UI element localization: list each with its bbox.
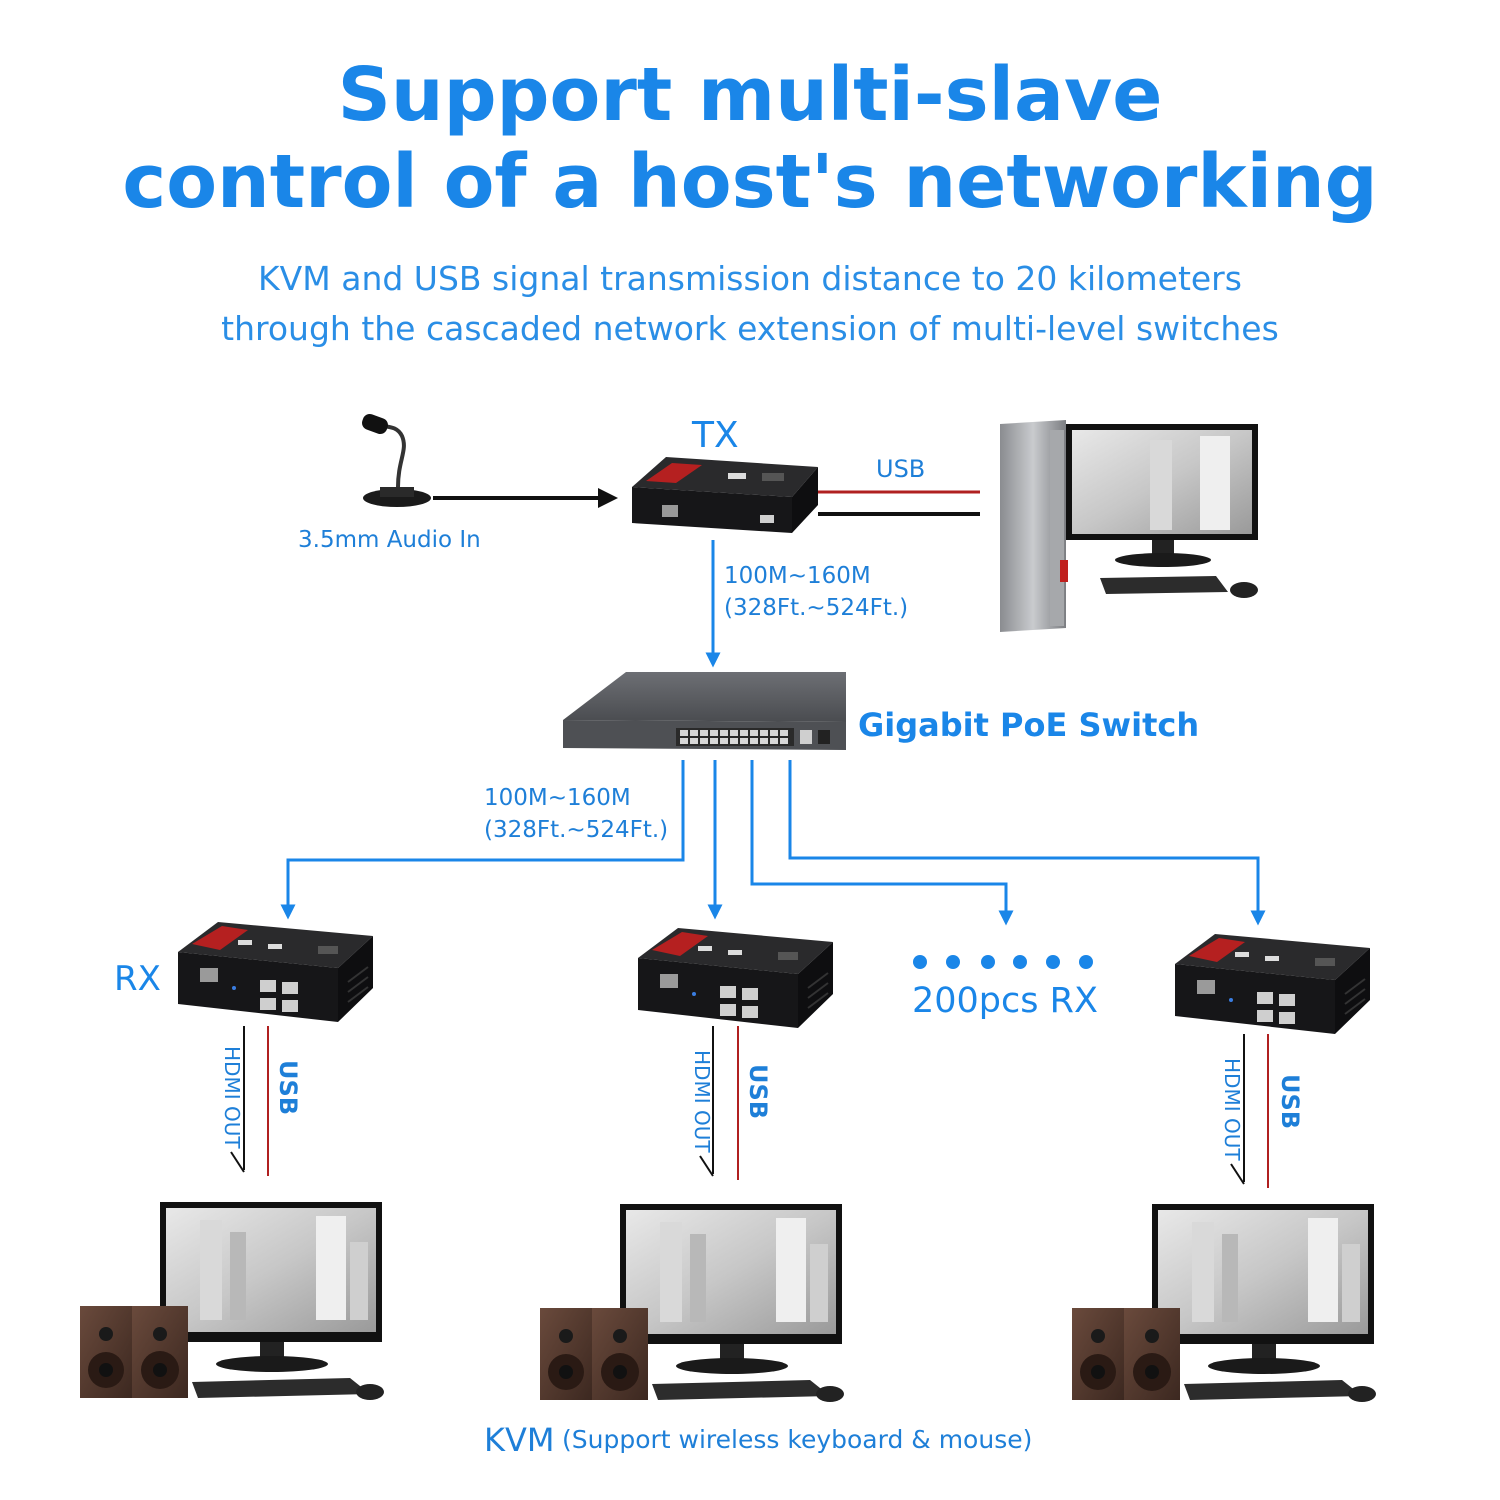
hdmi-out-label-1: HDMI OUT bbox=[220, 1046, 244, 1149]
rx-label: RX bbox=[114, 959, 161, 999]
kvm-label: KVM bbox=[484, 1421, 555, 1459]
rx-cables-2 bbox=[699, 1026, 739, 1180]
switch-distance-line-1: 100M~160M bbox=[484, 785, 631, 811]
rx-device-3 bbox=[1174, 933, 1371, 1035]
microphone-icon bbox=[362, 414, 431, 507]
headline-line-2: control of a host's networking bbox=[122, 139, 1378, 225]
usb-label-rx-1: USB bbox=[274, 1060, 302, 1116]
usb-label-rx-3: USB bbox=[1276, 1074, 1304, 1130]
tx-distance-line-1: 100M~160M bbox=[724, 563, 871, 589]
rx-device-2 bbox=[637, 927, 834, 1029]
tx-label: TX bbox=[692, 415, 739, 456]
host-pc bbox=[1000, 420, 1258, 632]
branch-line-rx3 bbox=[788, 760, 1266, 926]
audio-in-label: 3.5mm Audio In bbox=[298, 527, 481, 553]
rx-cables-3 bbox=[1230, 1034, 1269, 1188]
hdmi-out-label-2: HDMI OUT bbox=[690, 1050, 714, 1153]
rx-cables-1 bbox=[230, 1026, 269, 1176]
tx-device bbox=[632, 457, 818, 533]
tx-distance-line-2: (328Ft.~524Ft.) bbox=[724, 595, 909, 621]
workstation-2 bbox=[540, 1204, 844, 1402]
hdmi-out-label-3: HDMI OUT bbox=[1220, 1058, 1244, 1161]
rx-device-1 bbox=[177, 921, 374, 1023]
subtitle-line-2: through the cascaded network extension o… bbox=[221, 309, 1279, 348]
ellipsis-dots bbox=[913, 955, 1093, 969]
branch-line-rx-more bbox=[750, 760, 1014, 926]
workstation-3 bbox=[1072, 1204, 1376, 1402]
subtitle-line-1: KVM and USB signal transmission distance… bbox=[258, 259, 1242, 298]
headline-line-1: Support multi-slave bbox=[337, 52, 1163, 138]
branch-line-rx1 bbox=[280, 760, 685, 920]
rx-count-label: 200pcs RX bbox=[912, 981, 1098, 1021]
switch-distance-line-2: (328Ft.~524Ft.) bbox=[484, 817, 669, 843]
workstation-1 bbox=[80, 1202, 384, 1400]
kvm-note: (Support wireless keyboard & mouse) bbox=[562, 1425, 1033, 1454]
usb-label-rx-2: USB bbox=[744, 1064, 772, 1120]
switch-label: Gigabit PoE Switch bbox=[858, 706, 1200, 744]
poe-switch bbox=[563, 672, 846, 750]
usb-label: USB bbox=[876, 455, 926, 483]
